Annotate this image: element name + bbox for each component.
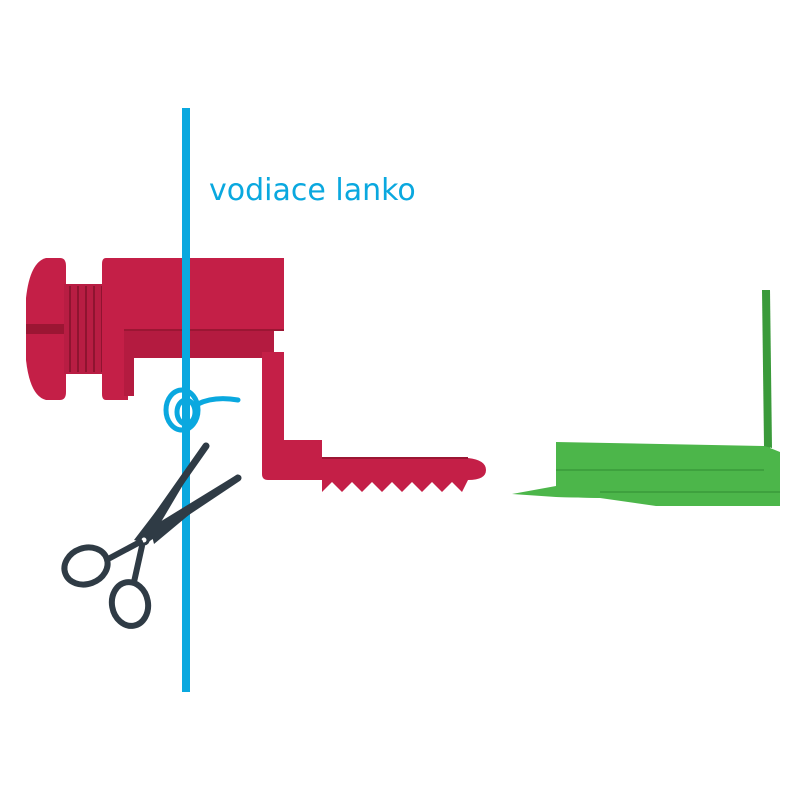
guide-wire-label: vodiace lanko [209, 173, 416, 208]
wedge-back-plate [762, 290, 772, 448]
wedge-body [556, 290, 780, 506]
winder-flange [102, 258, 128, 400]
winder-arm [262, 352, 284, 440]
winder-drum [124, 258, 284, 330]
winder-knob-slot [26, 324, 66, 334]
winder-drum-shade [124, 330, 274, 358]
scissors-handle-left [61, 544, 111, 588]
scissors-icon [61, 442, 242, 629]
winder-part [26, 258, 486, 492]
scissors-handle-right-arm [131, 543, 145, 585]
wedge-part [512, 290, 780, 506]
scissors-lower-blade-fill [134, 446, 206, 544]
winder-ratchet-bar [262, 440, 486, 492]
scissors-handle-right [108, 579, 152, 629]
scissors-handle-left-arm [107, 539, 143, 561]
guide-wire-knot [163, 387, 241, 433]
scissors-upper-blade-fill [150, 474, 238, 544]
winder-lower-body [124, 356, 134, 396]
